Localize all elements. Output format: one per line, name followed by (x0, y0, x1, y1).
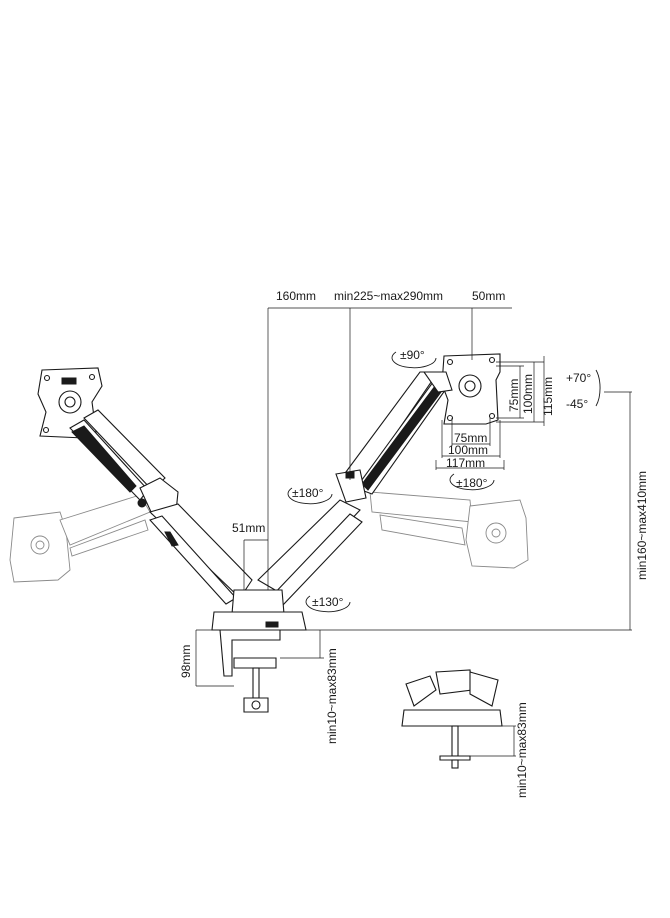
vesa-100-width-label: 100mm (448, 443, 488, 457)
desk-clamp (219, 629, 281, 713)
right-upper-arm (335, 371, 453, 503)
vesa-115-height-label: 115mm (541, 377, 555, 416)
left-lower-arm (148, 503, 253, 605)
left-upper-arm (69, 409, 179, 515)
grommet-range-label: min10~max83mm (515, 702, 529, 798)
ghost-right-monitor (369, 491, 529, 569)
arm-length-label: min225~max290mm (334, 289, 443, 303)
pole-offset-label: 51mm (232, 521, 265, 535)
ghost-left-monitor (9, 494, 151, 583)
rotation-arrows (287, 351, 601, 613)
vesa-offset-label: 50mm (472, 289, 505, 303)
center-base (211, 589, 307, 631)
swivel-90-label: ±90° (400, 348, 425, 362)
rotate-180-left-label: ±180° (292, 486, 324, 500)
arm-reach-label: 160mm (276, 289, 316, 303)
tilt-down-label: -45° (566, 397, 588, 411)
rotate-130-label: ±130° (312, 595, 344, 609)
clamp-range-label: min10~max83mm (325, 648, 339, 744)
dimension-lines (195, 307, 632, 757)
tilt-up-label: +70° (566, 371, 591, 385)
rotate-180-right-label: ±180° (456, 476, 488, 490)
right-vesa-plate (441, 353, 501, 425)
right-lower-arm (257, 499, 363, 607)
height-range-label: min160~max410mm (635, 471, 649, 580)
grommet-mount (401, 669, 503, 769)
vesa-75-width-label: 75mm (454, 431, 487, 445)
vesa-117-width-label: 117mm (446, 456, 485, 470)
vesa-100-height-label: 100mm (521, 374, 535, 414)
clamp-height-label: 98mm (179, 645, 193, 678)
vesa-75-height-label: 75mm (507, 379, 521, 412)
